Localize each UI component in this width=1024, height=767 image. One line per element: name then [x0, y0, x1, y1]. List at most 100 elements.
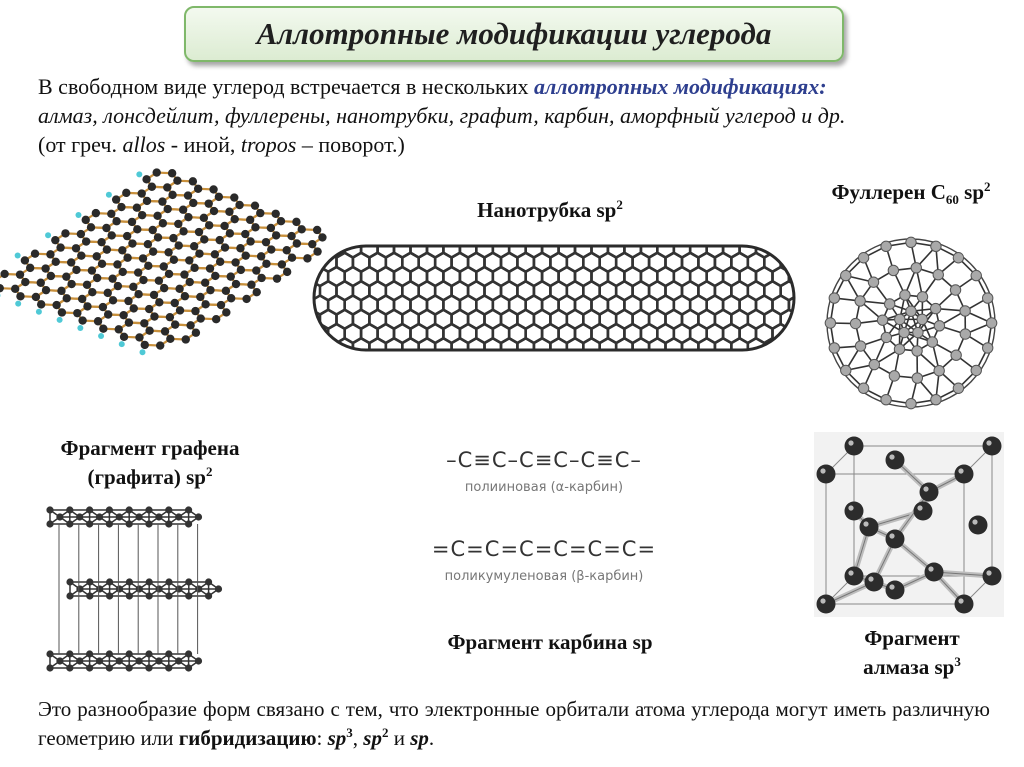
carbon-atom	[209, 185, 218, 194]
graphite-atom	[105, 506, 113, 514]
carbon-atom	[297, 225, 306, 234]
carbon-atom	[226, 294, 236, 303]
carbon-atom	[282, 246, 291, 255]
carbon-atom	[73, 308, 82, 318]
carbon-atom	[170, 320, 180, 329]
carbon-atom	[142, 196, 152, 206]
fullerene-atom	[857, 252, 870, 264]
diamond-atom-highlight	[868, 576, 874, 582]
carbon-atom	[127, 217, 137, 227]
hydrogen-atom	[136, 171, 143, 178]
carbon-atom	[272, 274, 282, 283]
carbon-atom	[193, 184, 203, 193]
carbon-atom	[122, 188, 131, 198]
graphite-atom	[185, 506, 193, 514]
carbon-atom	[165, 312, 175, 322]
alpha-carbyne: –C≡C–C≡C–C≡C– полииновая (α-карбин)	[414, 448, 674, 495]
carbon-atom	[194, 227, 204, 237]
carbon-atom	[78, 316, 87, 325]
carbon-atom	[200, 278, 210, 287]
carbon-atom	[66, 258, 76, 267]
carbon-atom	[181, 335, 190, 344]
graphite-atom	[135, 657, 143, 665]
graphite-atom	[165, 520, 173, 528]
graphene-fragment-image	[0, 168, 327, 356]
carbon-atom	[77, 294, 87, 304]
carbon-atom	[36, 278, 45, 287]
carbon-atom	[188, 177, 198, 186]
carbon-atom	[128, 239, 137, 248]
carbon-atom	[242, 294, 251, 304]
carbon-atom	[230, 193, 239, 202]
carbon-atom	[133, 268, 143, 277]
carbon-atom	[158, 219, 168, 228]
carbon-atom	[245, 215, 255, 225]
carbon-atom	[292, 239, 302, 248]
carbon-atom	[103, 288, 112, 298]
carbon-atom	[10, 284, 20, 294]
nanotube-hexagon	[771, 246, 791, 259]
carbon-atom	[137, 210, 147, 220]
fullerene-atom	[930, 393, 942, 406]
carbon-atom	[41, 264, 50, 273]
graphite-atom	[125, 592, 133, 600]
nanotube-hexagon	[394, 353, 411, 372]
carbon-atom	[191, 328, 201, 337]
carbon-atom	[143, 240, 153, 249]
graphite-atom	[86, 506, 94, 514]
graphite-atom	[56, 513, 64, 521]
diamond-atom	[844, 501, 864, 521]
diamond-atom-highlight	[889, 584, 895, 590]
carbon-atom	[257, 273, 266, 283]
carbon-atom	[25, 263, 35, 273]
nanotube-hexagon	[384, 336, 404, 350]
graphite-atom	[194, 657, 203, 665]
etymology-b: - иной,	[165, 132, 241, 157]
footer-colon: :	[316, 726, 328, 750]
carbon-atom	[210, 250, 220, 259]
fullerene-atom	[840, 269, 852, 282]
beta-carbyne: =C=C=C=C=C=C= поликумуленовая (β-карбин)	[414, 537, 674, 584]
carbon-atom	[112, 217, 121, 226]
fullerene-atom	[932, 269, 944, 281]
carbon-atom	[139, 275, 148, 285]
graphite-atom	[86, 650, 94, 658]
fullerene-atom	[912, 326, 924, 339]
fullerene-label-sub: 60	[945, 192, 959, 208]
nanotube-hexagon	[674, 353, 690, 372]
carbon-atom	[196, 314, 205, 323]
carbon-atom	[51, 235, 60, 245]
fullerene-atom	[880, 393, 892, 406]
nanotube-hexagon	[647, 336, 667, 350]
fullerene-atom	[959, 328, 972, 340]
graphite-atom	[115, 585, 124, 593]
carbyne-label-text: Фрагмент карбина sp	[447, 630, 653, 654]
nanotube-hexagon	[460, 353, 476, 372]
diamond-atom	[954, 594, 974, 614]
fullerene-atom	[911, 372, 924, 384]
hydrogen-atom	[139, 349, 146, 356]
carbon-atom	[81, 215, 90, 225]
carbon-atom	[102, 223, 111, 233]
intro-paragraph: В свободном виде углерод встречается в н…	[38, 72, 998, 159]
carbon-atom	[140, 340, 149, 350]
diamond-atom-highlight	[848, 440, 854, 446]
nanotube-hexagon	[559, 353, 575, 372]
carbon-atom	[183, 191, 193, 200]
carbon-atom	[158, 197, 167, 206]
nanotube-hexagon	[368, 336, 388, 350]
nanotube-hexagon	[443, 353, 460, 372]
carbon-atom	[150, 312, 159, 321]
nanotube-hexagon	[345, 353, 361, 372]
nanotube-hexagon	[789, 353, 806, 372]
nanotube-outline	[312, 244, 796, 352]
diamond-atom-highlight	[986, 570, 992, 576]
graphite-atom	[205, 578, 213, 586]
carbon-atom	[250, 201, 260, 210]
graphite-atom	[145, 520, 153, 528]
fullerene-atom	[952, 382, 965, 394]
nanotube-hexagon	[581, 336, 602, 350]
fullerene-atom	[880, 240, 892, 253]
carbon-atom	[83, 302, 92, 311]
nanotube-hexagon	[797, 338, 813, 357]
